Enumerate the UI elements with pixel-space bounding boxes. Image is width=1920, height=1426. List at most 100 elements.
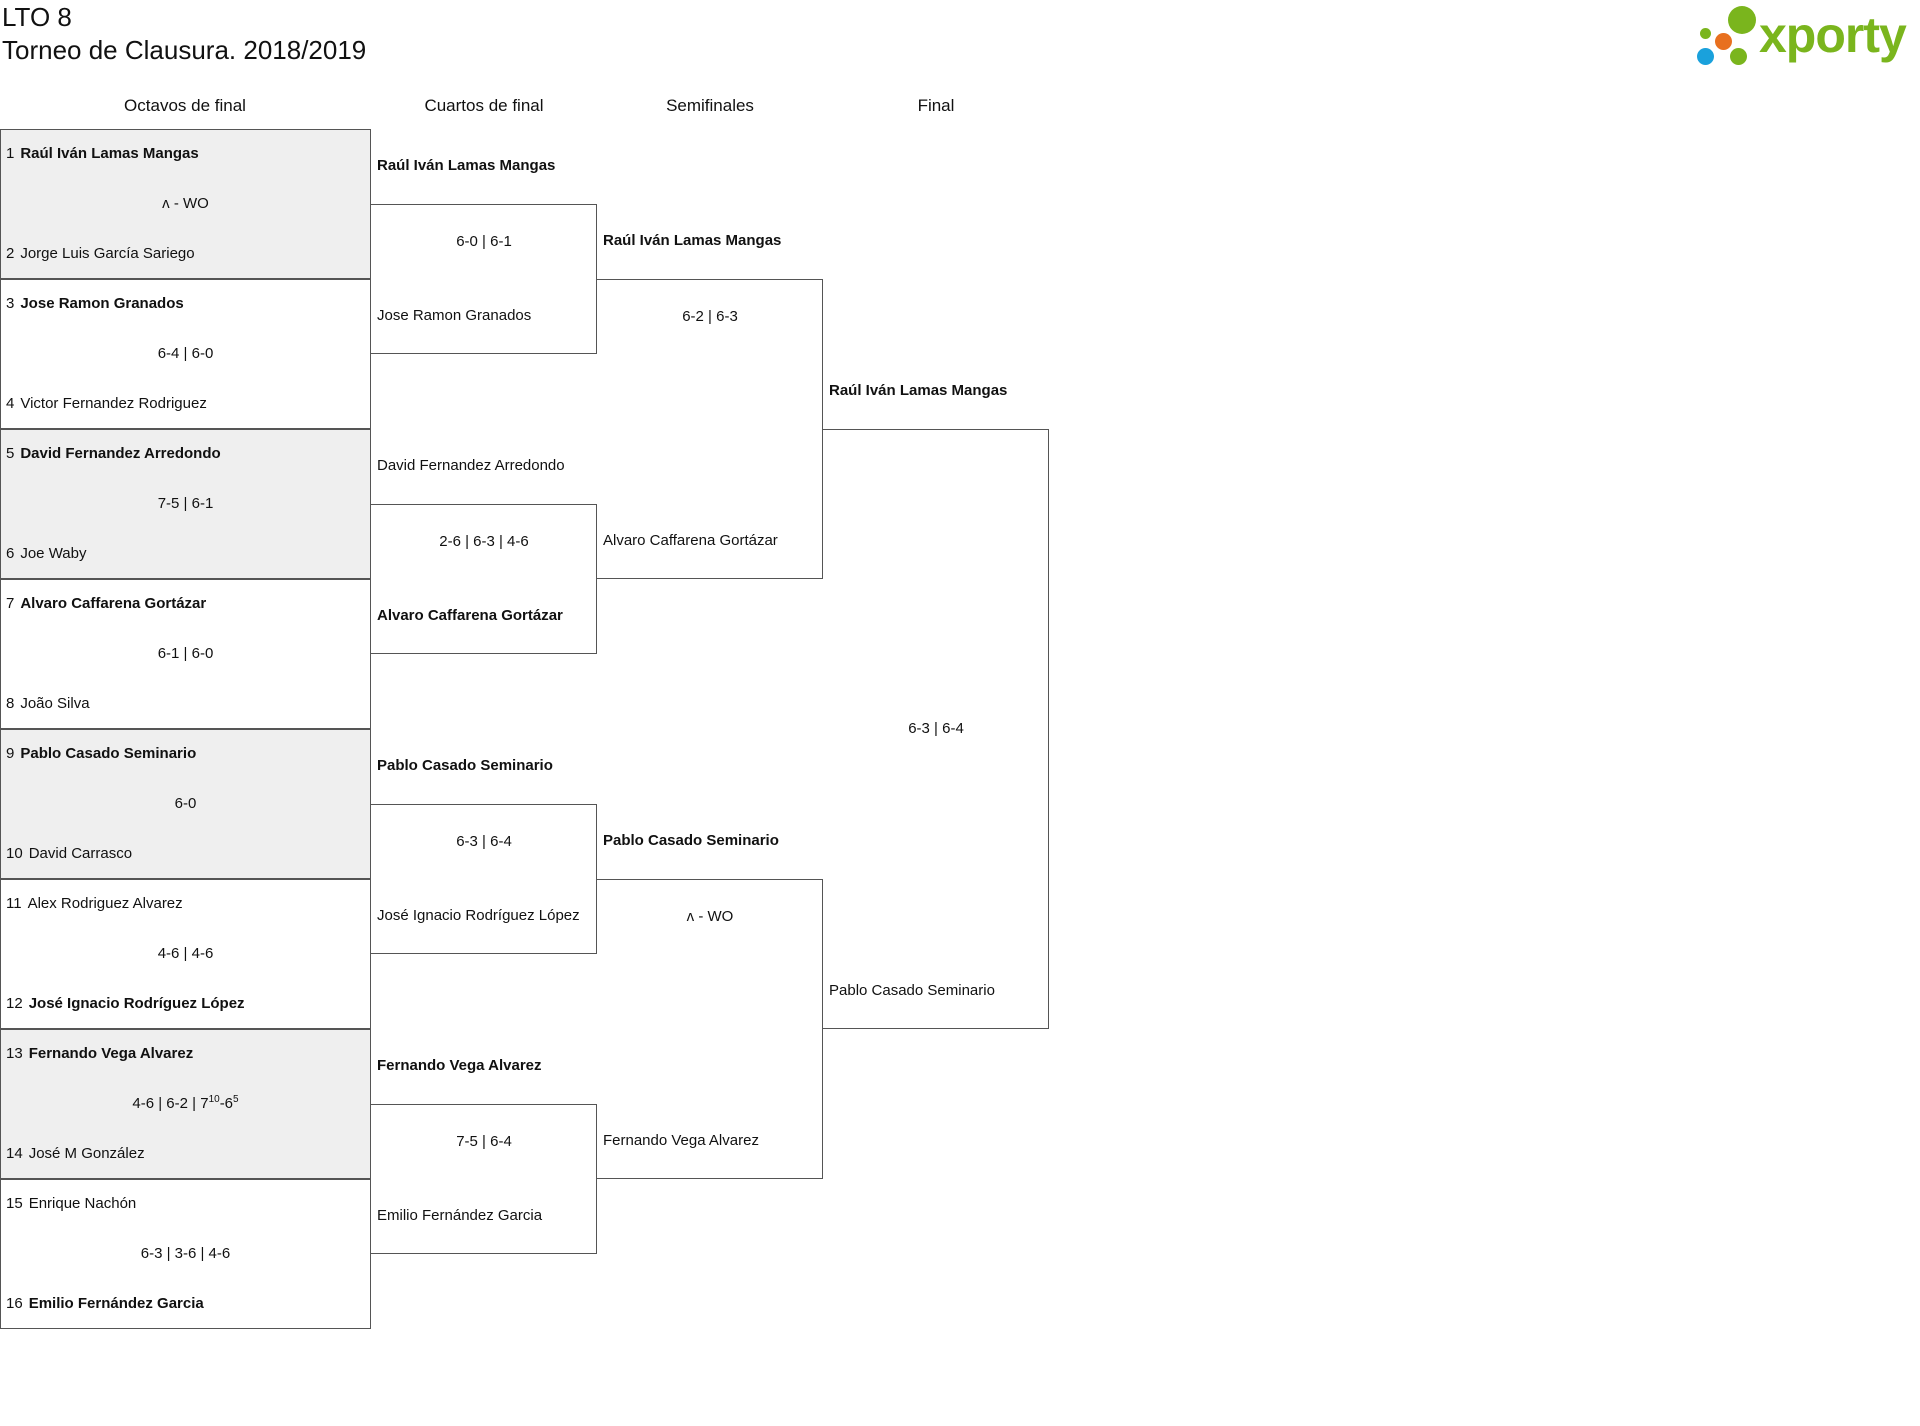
match-box-semis [597,279,823,579]
tiebreak-sep: -6 [219,1095,234,1112]
seed-number: 13 [6,1045,23,1062]
seed-number: 2 [6,245,15,262]
match-box-octavos [0,729,371,879]
seed-number: 12 [6,995,23,1012]
logo-dot-blue [1697,48,1714,65]
player-name[interactable]: Alvaro Caffarena Gortázar [603,532,823,550]
player-name[interactable]: José Ignacio Rodríguez López [377,907,597,925]
match-score: 6-3 | 6-4 [823,720,1049,738]
player-label: João Silva [20,695,90,712]
score-text: 7-5 | 6-1 [157,495,214,512]
player-name[interactable]: Pablo Casado Seminario [603,832,823,850]
match-score: 6-4 | 6-0 [0,345,371,363]
player-label: José Ignacio Rodríguez López [28,995,245,1012]
player-name[interactable]: 2 Jorge Luis García Sariego [6,245,367,263]
match-score: 6-0 | 6-1 [371,233,597,251]
player-label: Pablo Casado Seminario [377,757,553,774]
match-box-cuartos [371,204,597,354]
player-label: Raúl Iván Lamas Mangas [603,232,782,249]
player-label: Raúl Iván Lamas Mangas [377,157,556,174]
player-label: Emilio Fernández Garcia [28,1295,204,1312]
player-name[interactable]: 14 José M González [6,1145,367,1163]
xporty-logo[interactable]: xporty [1690,4,1920,70]
match-score: 6-0 [0,795,371,813]
player-name[interactable]: 8 João Silva [6,695,367,713]
player-name[interactable]: David Fernandez Arredondo [377,457,597,475]
player-label: Alex Rodriguez Alvarez [27,895,183,912]
seed-number: 8 [6,695,15,712]
match-score: ʌ - WO [0,195,371,213]
score-text: 2-6 | 6-3 | 4-6 [439,533,529,550]
player-label: Raúl Iván Lamas Mangas [20,145,199,162]
score-text: 6-0 | 6-1 [456,233,512,250]
match-box-cuartos [371,804,597,954]
round-heading-semifinales: Semifinales [666,96,754,115]
player-label: Alvaro Caffarena Gortázar [603,532,778,549]
player-label: Pablo Casado Seminario [603,832,779,849]
score-text: 6-1 | 6-0 [157,645,214,662]
player-label: Emilio Fernández Garcia [377,1207,543,1224]
player-name[interactable]: 11 Alex Rodriguez Alvarez [6,895,367,913]
player-label: Alvaro Caffarena Gortázar [377,607,563,624]
seed-number: 6 [6,545,15,562]
player-name[interactable]: 12 José Ignacio Rodríguez López [6,995,367,1013]
seed-number: 5 [6,445,15,462]
player-name[interactable]: Fernando Vega Alvarez [377,1057,597,1075]
player-label: Pablo Casado Seminario [829,982,995,999]
player-label: José Ignacio Rodríguez López [377,907,580,924]
player-name[interactable]: Raúl Iván Lamas Mangas [377,157,597,175]
seed-number: 1 [6,145,15,162]
player-name[interactable]: 6 Joe Waby [6,545,367,563]
player-name[interactable]: 1 Raúl Iván Lamas Mangas [6,145,367,163]
logo-dot-green-large [1728,6,1756,34]
player-label: José M González [28,1145,145,1162]
seed-number: 15 [6,1195,23,1212]
player-label: Joe Waby [20,545,87,562]
player-name[interactable]: Jose Ramon Granados [377,307,597,325]
seed-number: 4 [6,395,15,412]
match-box-octavos [0,579,371,729]
score-text: 6-4 | 6-0 [157,345,214,362]
player-name[interactable]: Alvaro Caffarena Gortázar [377,607,597,625]
seed-number: 16 [6,1295,23,1312]
round-heading-octavos: Octavos de final [124,96,246,115]
player-name[interactable]: Raúl Iván Lamas Mangas [829,382,1049,400]
score-text: 6-2 | 6-3 [682,308,738,325]
match-box-octavos [0,1179,371,1329]
match-box-final [823,429,1049,1029]
player-name[interactable]: Fernando Vega Alvarez [603,1132,823,1150]
logo-dot-orange [1715,33,1732,50]
tiebreak-b: 5 [233,1094,239,1105]
seed-number: 3 [6,295,15,312]
player-label: Fernando Vega Alvarez [28,1045,194,1062]
player-label: Jose Ramon Granados [20,295,184,312]
score-text: 6-3 | 3-6 | 4-6 [140,1245,231,1262]
seed-number: 14 [6,1145,23,1162]
page-title: LTO 8 [2,2,72,32]
score-text: 4-6 | 4-6 [157,945,214,962]
player-name[interactable]: 13 Fernando Vega Alvarez [6,1045,367,1063]
logo-dot-green-small [1700,28,1711,39]
player-label: David Fernandez Arredondo [20,445,221,462]
player-name[interactable]: Emilio Fernández Garcia [377,1207,597,1225]
match-box-octavos [0,879,371,1029]
player-name[interactable]: 5 David Fernandez Arredondo [6,445,367,463]
player-name[interactable]: Pablo Casado Seminario [377,757,597,775]
score-text: 6-3 | 6-4 [908,720,964,737]
player-name[interactable]: Pablo Casado Seminario [829,982,1049,1000]
match-score: 6-1 | 6-0 [0,645,371,663]
match-box-octavos [0,429,371,579]
seed-number: 11 [6,895,22,912]
player-name[interactable]: Raúl Iván Lamas Mangas [603,232,823,250]
player-name[interactable]: 16 Emilio Fernández Garcia [6,1295,367,1313]
player-label: David Carrasco [28,845,133,862]
player-label: Alvaro Caffarena Gortázar [20,595,207,612]
player-label: Jorge Luis García Sariego [20,245,195,262]
logo-wordmark: xporty [1759,7,1907,63]
player-name[interactable]: 3 Jose Ramon Granados [6,295,367,313]
